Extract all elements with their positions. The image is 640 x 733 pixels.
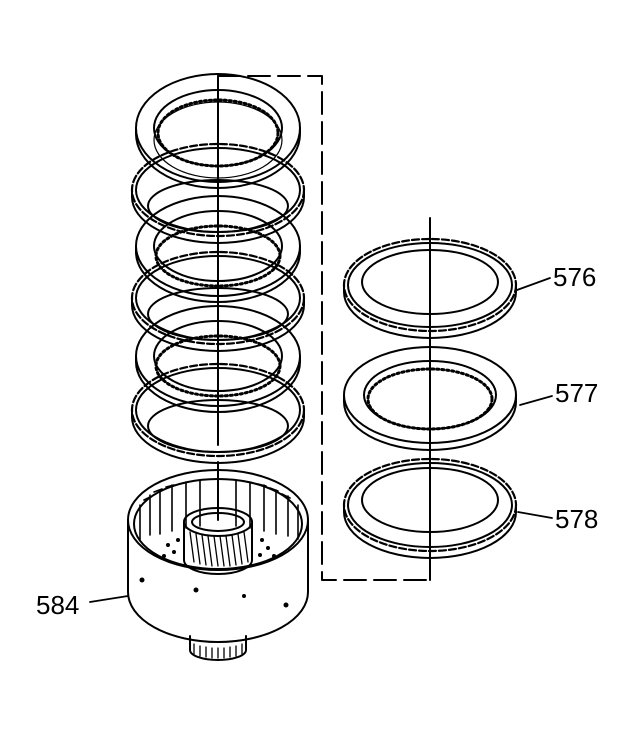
callout-584: 584	[36, 590, 79, 620]
callout-578: 578	[555, 504, 598, 534]
output-gear-teeth	[193, 643, 243, 659]
hub-gear-teeth	[189, 531, 249, 567]
right-plate-stack	[342, 217, 518, 581]
callout-577: 577	[555, 378, 598, 408]
assembly-bracket	[217, 75, 431, 581]
housing-splines	[139, 479, 299, 541]
housing-floor-holes	[139, 538, 289, 608]
leader-lines	[89, 277, 553, 603]
clutch-housing-584	[127, 461, 309, 661]
left-plate-stack	[130, 73, 306, 464]
callout-576: 576	[553, 262, 596, 292]
